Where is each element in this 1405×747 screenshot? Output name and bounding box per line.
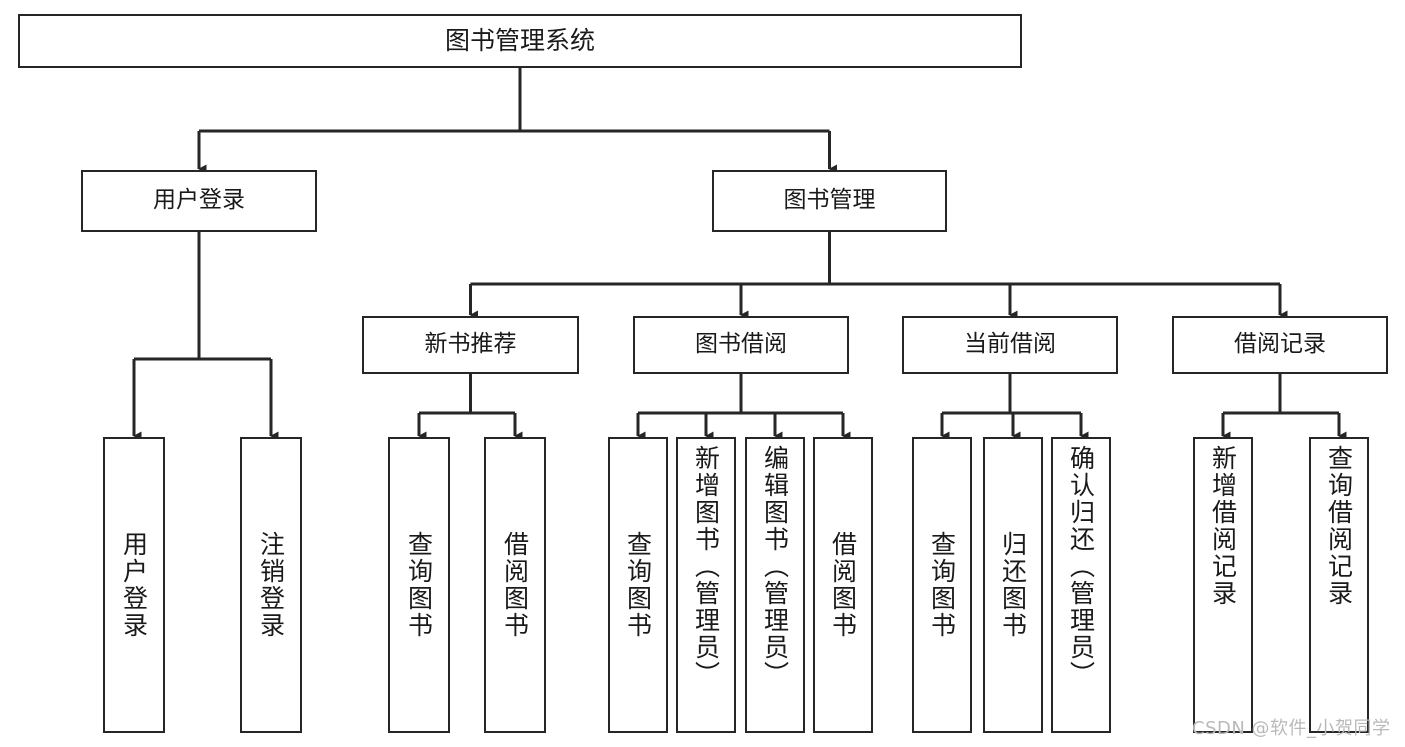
node-leaf-br-query[interactable]: 查询借阅记录 (1309, 437, 1369, 733)
node-label: 确认归还（管理员） (1066, 445, 1096, 688)
node-root[interactable]: 图书管理系统 (18, 14, 1022, 68)
node-book-manage[interactable]: 图书管理 (712, 170, 947, 232)
node-leaf-bb-query[interactable]: 查询图书 (608, 437, 668, 733)
node-borrow-record[interactable]: 借阅记录 (1172, 316, 1388, 374)
node-label: 借阅记录 (1234, 331, 1326, 358)
node-label: 注销登录 (256, 531, 286, 639)
node-label: 用户登录 (119, 531, 149, 639)
node-label: 编辑图书（管理员） (760, 445, 790, 688)
node-label: 查询借阅记录 (1324, 445, 1354, 607)
node-label: 查询图书 (404, 531, 434, 639)
node-leaf-cb-confirm[interactable]: 确认归还（管理员） (1051, 437, 1111, 733)
node-label: 当前借阅 (964, 331, 1056, 358)
node-leaf-user-login[interactable]: 用户登录 (103, 437, 165, 733)
node-leaf-br-add[interactable]: 新增借阅记录 (1193, 437, 1253, 733)
node-label: 用户登录 (153, 187, 245, 214)
node-user-login[interactable]: 用户登录 (81, 170, 317, 232)
node-new-book-rec[interactable]: 新书推荐 (362, 316, 579, 374)
node-leaf-logout[interactable]: 注销登录 (240, 437, 302, 733)
node-label: 新增图书（管理员） (691, 445, 721, 688)
node-label: 新增借阅记录 (1208, 445, 1238, 607)
node-leaf-rec-borrow[interactable]: 借阅图书 (484, 437, 546, 733)
node-leaf-cb-query[interactable]: 查询图书 (912, 437, 972, 733)
node-book-borrow[interactable]: 图书借阅 (633, 316, 849, 374)
node-leaf-bb-edit[interactable]: 编辑图书（管理员） (745, 437, 805, 733)
node-label: 借阅图书 (500, 531, 530, 639)
node-current-borrow[interactable]: 当前借阅 (902, 316, 1118, 374)
node-label: 图书管理系统 (444, 26, 595, 56)
node-leaf-bb-add[interactable]: 新增图书（管理员） (676, 437, 736, 733)
node-label: 查询图书 (623, 531, 653, 639)
edge-paths (132, 68, 1347, 441)
node-label: 查询图书 (927, 531, 957, 639)
node-label: 归还图书 (998, 531, 1028, 639)
csdn-watermark: CSDN @软件_小贺同学 (1192, 718, 1391, 739)
node-leaf-cb-return[interactable]: 归还图书 (983, 437, 1043, 733)
node-label: 新书推荐 (424, 331, 517, 358)
node-label: 图书借阅 (695, 331, 787, 358)
node-leaf-bb-borrow[interactable]: 借阅图书 (813, 437, 873, 733)
node-label: 借阅图书 (828, 531, 858, 639)
node-leaf-rec-query[interactable]: 查询图书 (388, 437, 450, 733)
node-label: 图书管理 (783, 187, 876, 214)
